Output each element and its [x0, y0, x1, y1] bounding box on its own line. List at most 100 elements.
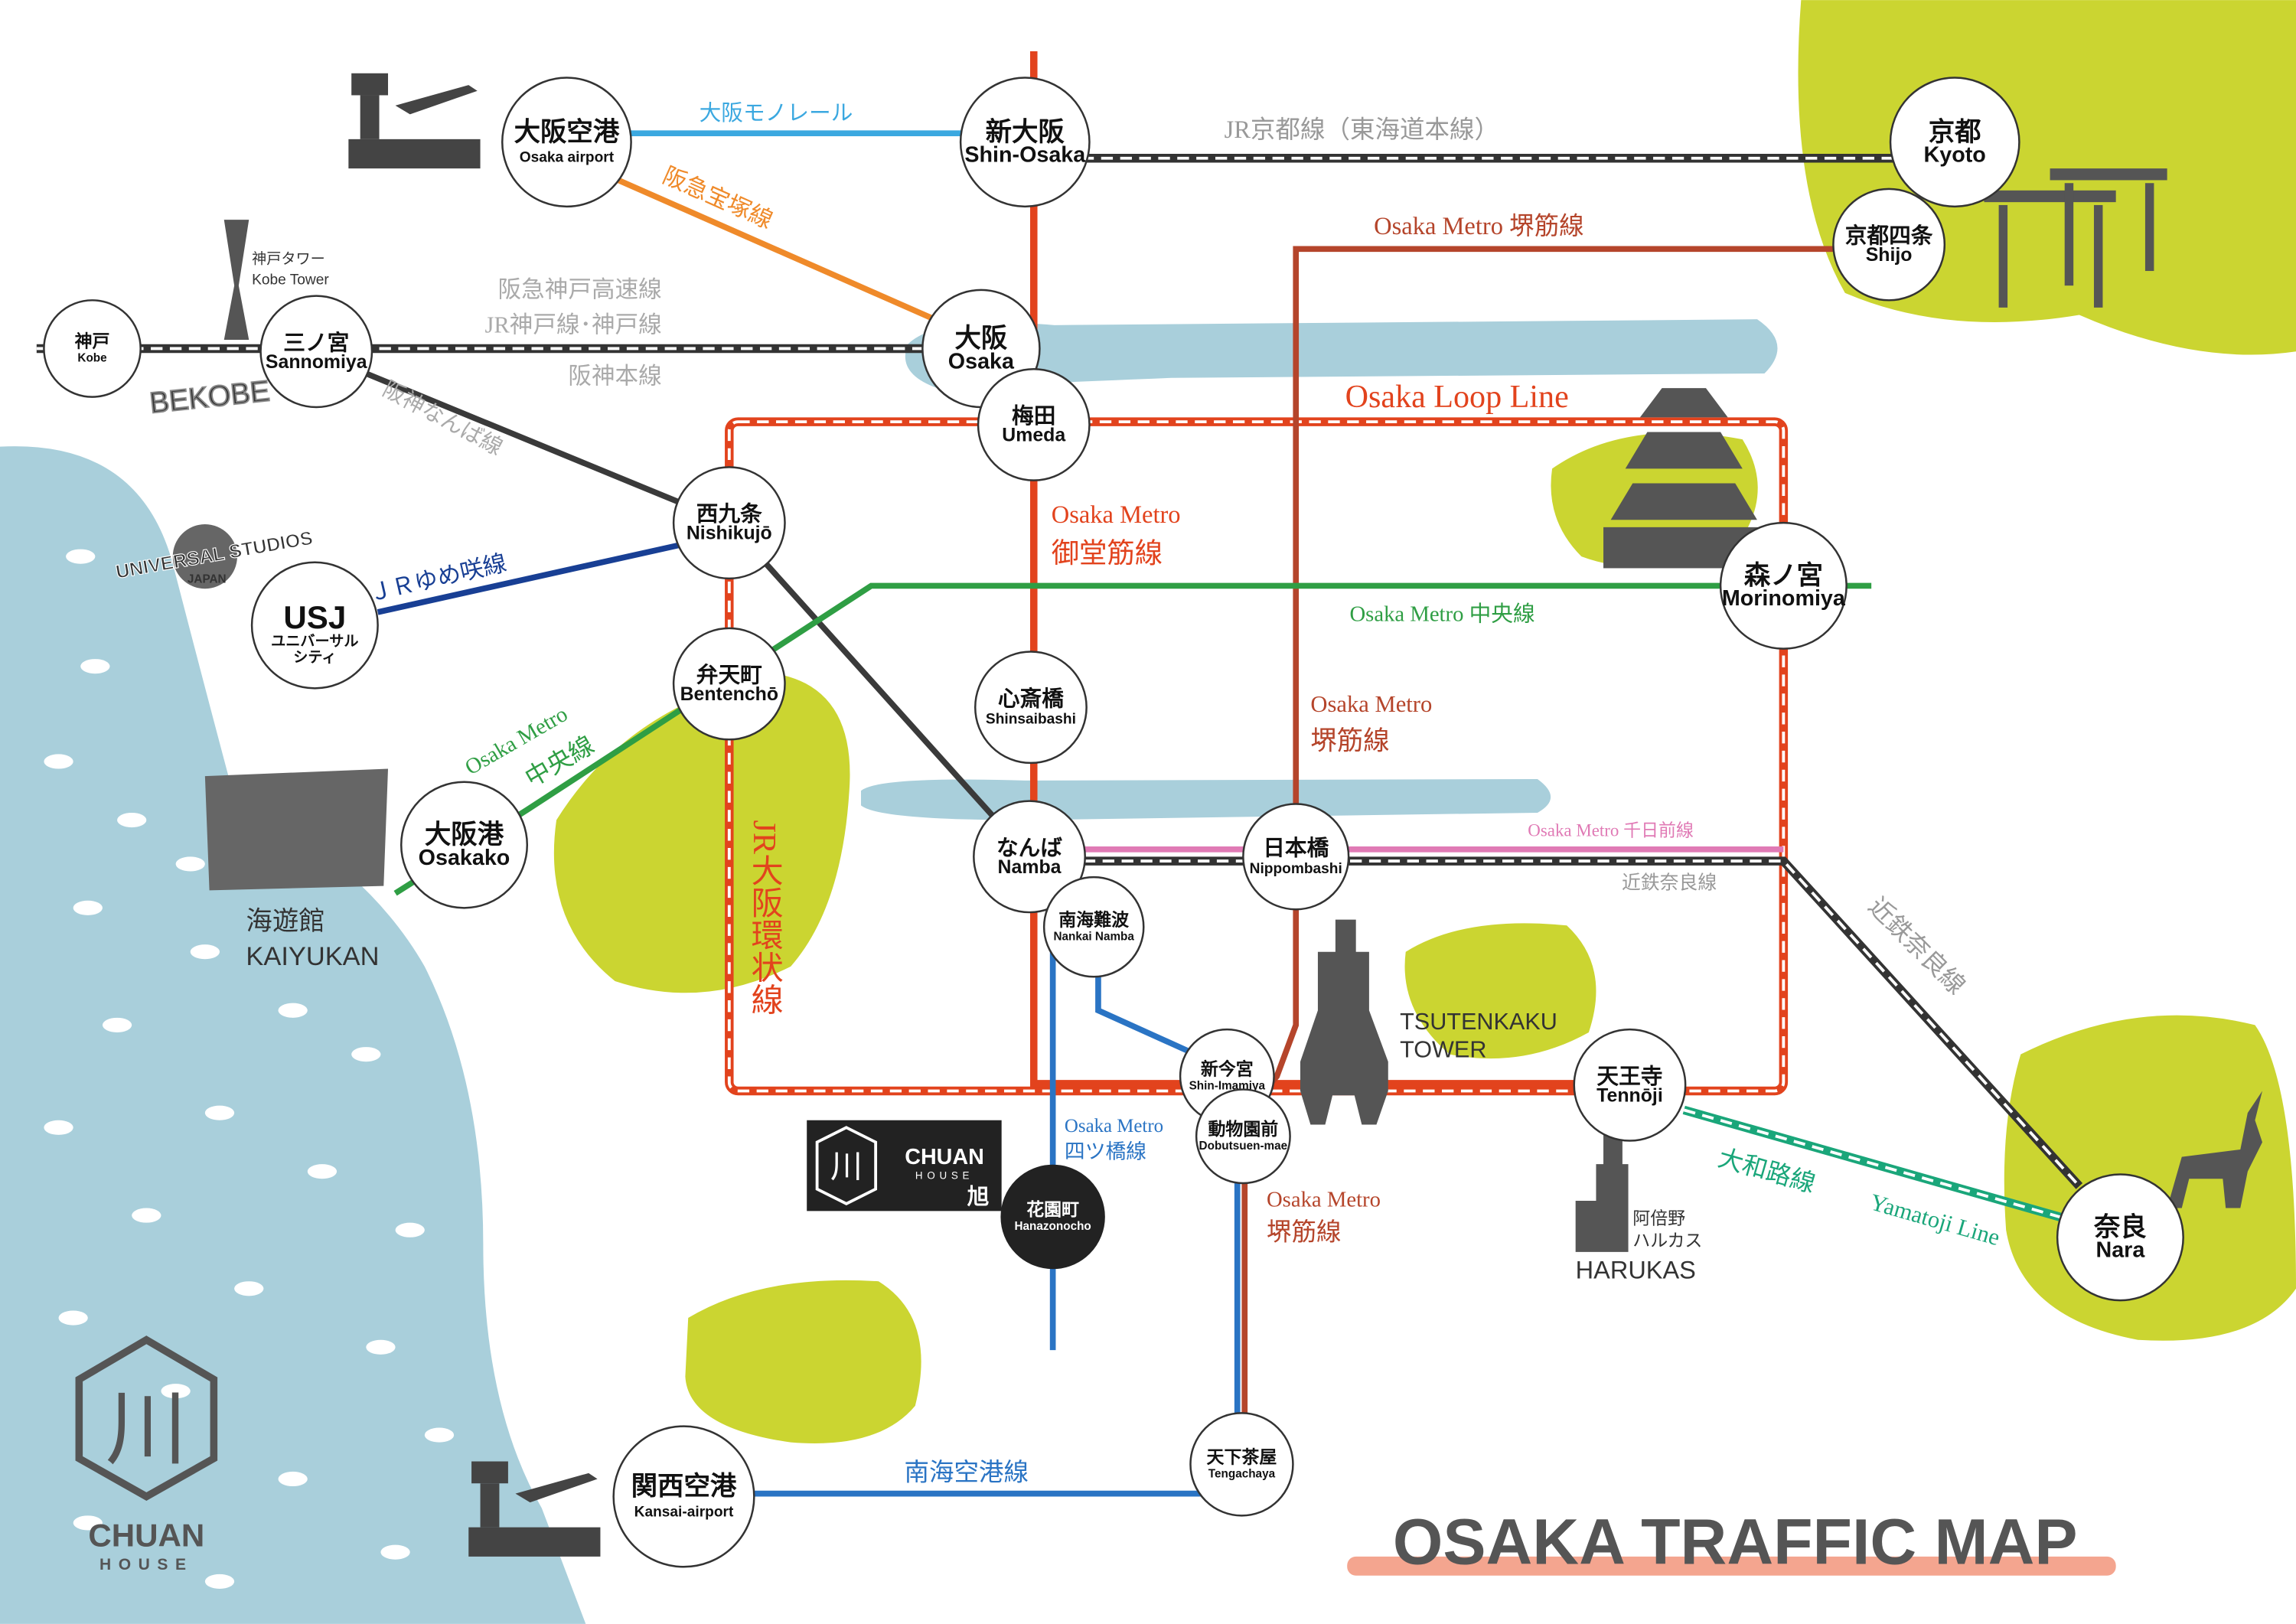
station-marker: [1000, 1164, 1105, 1270]
station-name-en: Nippombashi: [1250, 861, 1342, 877]
station-name-en: Nankai Namba: [1053, 930, 1134, 943]
line-jr-yumesaki[interactable]: [377, 542, 682, 615]
kaiyukan-building-icon: [204, 768, 389, 891]
svg-text:川: 川: [106, 1382, 188, 1477]
globe-icon: [172, 524, 237, 589]
station-name-ja: 奈良: [2093, 1212, 2147, 1242]
station-name-en: Shin-Osaka: [964, 143, 1086, 168]
station-name-ja: 天下茶屋: [1207, 1446, 1277, 1466]
station-name-en: ユニバーサル: [271, 633, 358, 650]
station-name-ja: 関西空港: [631, 1472, 737, 1502]
bekobe-sign: BEKOBE: [148, 374, 272, 419]
svg-text:神戸タワー: 神戸タワー: [252, 250, 325, 267]
line-hankyu-takarazuka[interactable]: [614, 176, 983, 343]
station-name-en: Shijo: [1866, 244, 1913, 266]
station-name-ja: 新今宮: [1201, 1058, 1254, 1078]
station-marker: [959, 77, 1091, 208]
sea: [0, 446, 586, 1624]
station-marker: [1195, 1088, 1291, 1185]
station-name-en: Shinsaibashi: [986, 712, 1076, 728]
station-marker: [2056, 1173, 2184, 1302]
airport-icon-kansai: [468, 1461, 601, 1557]
svg-text:CHUAN: CHUAN: [905, 1145, 984, 1169]
station-name-ja: USJ: [283, 599, 346, 635]
chuan-house-logo: 川 CHUAN HOUSE: [75, 1335, 218, 1573]
line-label-jr-kyoto: JR京都線（東海道本線）: [1225, 116, 1500, 144]
station-marker: [250, 561, 379, 690]
line-label-chuo-right: Osaka Metro 中央線: [1349, 602, 1534, 626]
svg-text:HARUKAS: HARUKAS: [1576, 1256, 1696, 1283]
chuan-house-badge[interactable]: 川 CHUAN HOUSE 旭: [807, 1120, 1002, 1211]
station-name-ja: 森ノ宮: [1744, 561, 1823, 590]
station-name-en: Tennōji: [1596, 1084, 1663, 1106]
station-marker: [672, 466, 786, 580]
station-name-en: Osakako: [419, 846, 510, 870]
station-name-en: Morinomiya: [1722, 586, 1846, 611]
station-name-en: Dobutsuen-mae: [1199, 1140, 1288, 1153]
station-name-en: Umeda: [1002, 424, 1065, 445]
station-name-ja: 梅田: [1012, 404, 1055, 429]
svg-text:海遊館: 海遊館: [246, 907, 325, 936]
line-yamatoji[interactable]: [1682, 1105, 2066, 1223]
line-nankai-koya[interactable]: [1095, 973, 1191, 1055]
station-marker: [400, 781, 529, 909]
line-label-sakaisuji-bottom-2: 堺筋線: [1267, 1218, 1342, 1247]
line-label-kintetsu-2: 近鉄奈良線: [1863, 892, 1971, 1000]
station-marker: [974, 651, 1088, 765]
line-label-yamatoji-ja: 大和路線: [1715, 1143, 1818, 1198]
station-name-ja: 三ノ宮: [283, 330, 349, 355]
harukas-building-icon: [1575, 1120, 1629, 1252]
chuan-hexagon-icon: [75, 1335, 218, 1501]
line-label-nankai-airport: 南海空港線: [904, 1458, 1029, 1486]
station-name-en: Bentenchō: [680, 683, 778, 705]
station-name-ja: 西九条: [696, 502, 762, 527]
station-marker: [672, 627, 786, 741]
harukas-landmark: 阿倍野 ハルカス HARUKAS: [1575, 1120, 1702, 1283]
station-name-en: Nishikujō: [687, 523, 772, 544]
svg-text:阿倍野: 阿倍野: [1632, 1208, 1685, 1228]
station-name-en: Osaka airport: [520, 150, 615, 166]
sea-waves: [44, 549, 455, 1589]
svg-text:HOUSE: HOUSE: [915, 1169, 974, 1181]
river-north: [905, 319, 1778, 389]
line-label-kintetsu-1: 近鉄奈良線: [1622, 872, 1717, 893]
station-name-en: シティ: [293, 650, 336, 666]
station-marker: [612, 1425, 755, 1568]
station-name-ja: 大阪: [954, 324, 1007, 354]
svg-text:TOWER: TOWER: [1400, 1036, 1486, 1062]
line-label-midosuji-1: Osaka Metro: [1052, 501, 1181, 529]
svg-text:CHUAN: CHUAN: [88, 1518, 204, 1554]
station-marker: [259, 295, 373, 409]
line-label-jr-loop-vertical: JR大阪環状線: [746, 820, 782, 1016]
station-name-en: Kyoto: [1924, 143, 1986, 168]
station-name-en: Hanazonocho: [1014, 1220, 1091, 1233]
svg-text:旭: 旭: [967, 1185, 990, 1209]
kyoto-torii-icon: [1984, 168, 2167, 308]
station-marker: [1242, 803, 1350, 911]
station-name-ja: 弁天町: [696, 664, 762, 688]
station-marker: [1719, 521, 1848, 650]
